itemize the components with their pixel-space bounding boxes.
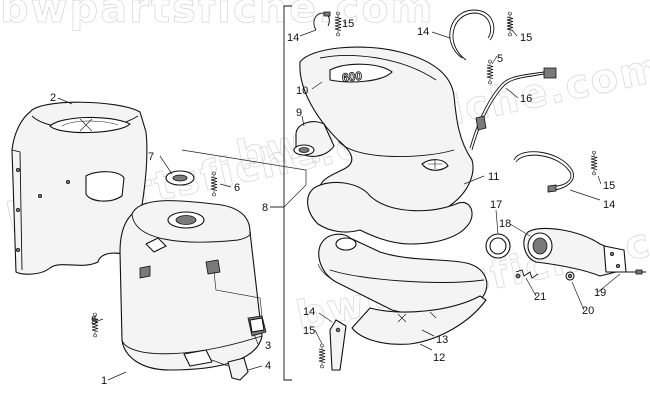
- callout-1: 1: [101, 375, 107, 387]
- callout-6: 6: [234, 182, 240, 194]
- callout-8: 8: [262, 202, 268, 214]
- outlet-pipe: [523, 227, 627, 277]
- exhaust-coupler: [293, 121, 335, 157]
- clamp-14-right: [513, 151, 574, 193]
- callout-15-low: 15: [303, 325, 315, 337]
- callout-10: 10: [296, 85, 308, 97]
- callout-11: 11: [488, 171, 499, 183]
- callout-14-right: 14: [603, 199, 615, 211]
- outlet-spring: [515, 269, 539, 279]
- callout-15-mid: 15: [603, 180, 615, 192]
- callout-16: 16: [520, 93, 532, 105]
- callout-13: 13: [436, 334, 448, 346]
- callout-14-large-top: 14: [417, 26, 429, 38]
- leader-lines: [57, 21, 621, 381]
- callout-14-top-left: 14: [287, 32, 299, 44]
- callout-17: 17: [490, 199, 502, 211]
- callout-15-top: 15: [342, 18, 354, 30]
- callout-12: 12: [433, 352, 445, 364]
- callout-7: 7: [148, 151, 154, 163]
- clamp-14-large-top: [449, 9, 495, 61]
- heat-shield-cover: [11, 101, 148, 275]
- grommet: [165, 170, 195, 186]
- callout-2: 2: [50, 92, 56, 104]
- mount-bracket-4: [183, 349, 249, 381]
- callout-20: 20: [582, 305, 594, 317]
- spring-15-mid: [590, 150, 598, 176]
- callout-14-bottom: 14: [303, 306, 315, 318]
- callout-15-right: 15: [520, 32, 532, 44]
- muffler: [119, 200, 263, 371]
- callout-4: 4: [265, 360, 271, 372]
- callout-labels: 1 2 3 4 5 5 6 7 8 9 10 11 12 13 14 14 14…: [50, 18, 615, 387]
- outlet-bolt: [626, 269, 646, 275]
- mount-bracket-3: [247, 315, 267, 337]
- callout-21: 21: [534, 291, 546, 303]
- spring-15-right: [506, 11, 514, 37]
- clamp-14-top-left: [313, 11, 331, 31]
- spring-15-low: [318, 343, 326, 369]
- clamp-14-bottom: [329, 319, 347, 371]
- callout-5-sensor: 5: [497, 53, 503, 65]
- callout-9: 9: [296, 107, 302, 119]
- pipe-heat-shield: [351, 295, 487, 345]
- svg-text:bwpartsfiche.com: bwpartsfiche.com: [0, 0, 434, 32]
- outlet-gasket: [485, 233, 511, 259]
- callout-3: 3: [265, 340, 271, 352]
- callout-18: 18: [499, 218, 511, 230]
- upper-exhaust-pipe: 600: [299, 46, 474, 222]
- outlet-washer: [565, 271, 575, 281]
- callout-19: 19: [594, 287, 606, 299]
- emblem-600: 600: [341, 69, 363, 85]
- assembly-bracket: [181, 5, 307, 381]
- temperature-sensor: [469, 67, 557, 151]
- lower-exhaust-pipe: [307, 181, 488, 316]
- callout-5-left: 5: [91, 315, 97, 327]
